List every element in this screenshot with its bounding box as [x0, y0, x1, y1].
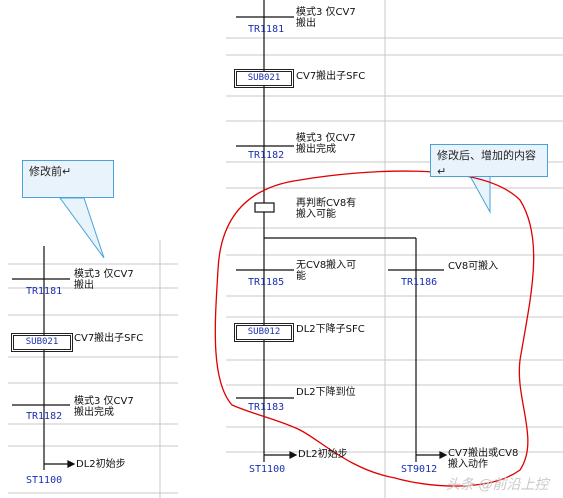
left-transition-id-tr1182: TR1182: [26, 411, 63, 422]
watermark: 头条 @前沿上控: [446, 477, 549, 493]
left-subroutine-text-sub021: CV7搬出子SFC: [74, 333, 144, 344]
right-subroutine-text-sub021: CV7搬出子SFC: [296, 71, 366, 82]
right-subroutine-text-sub012: DL2下降子SFC: [296, 324, 365, 335]
right-callout: 修改后、增加的内容↵: [430, 144, 548, 178]
right-transition-id-tr1183: TR1183: [248, 402, 285, 413]
left-subroutine-sub021[interactable]: SUB021: [11, 333, 73, 352]
right-transition-id-tr1182: TR1182: [248, 150, 285, 161]
right-transition-text-tr1183: DL2下降到位: [296, 387, 356, 398]
left-callout: 修改前↵: [22, 160, 114, 198]
left-transition-text-tr1181: 模式3 仅CV7 搬出: [74, 269, 134, 291]
right-step-text-st1100: DL2初始步: [298, 449, 348, 460]
right-transition-id-tr1181: TR1181: [248, 24, 285, 35]
right-transition-text-tr1185: 无CV8搬入可 能: [296, 260, 357, 282]
right-transition-id-tr1186: TR1186: [401, 277, 438, 288]
red-annotation-outline: [214, 170, 535, 487]
right-subroutine-sub012[interactable]: SUB012: [234, 323, 294, 342]
left-transition-id-tr1181: TR1181: [26, 286, 63, 297]
right-transition-id-tr1185: TR1185: [248, 277, 285, 288]
left-step-id-st1100: ST1100: [26, 475, 63, 486]
left-callout-pointer: [59, 197, 105, 259]
right-transition-text-tr1182: 模式3 仅CV7 搬出完成: [296, 133, 356, 155]
right-step-id-st9012: ST9012: [401, 464, 438, 475]
grid-lines: [8, 0, 563, 498]
right-step-text-st9012: CV7搬出或CV8 搬入动作: [448, 448, 519, 470]
left-flow-lines: [12, 246, 76, 470]
right-decision-text: 再判断CV8有 搬入可能: [296, 198, 357, 220]
right-transition-text-tr1186: CV8可搬入: [448, 261, 499, 272]
right-transition-text-tr1181: 模式3 仅CV7 搬出: [296, 7, 356, 29]
left-transition-text-tr1182: 模式3 仅CV7 搬出完成: [74, 396, 134, 418]
right-subroutine-sub021[interactable]: SUB021: [234, 69, 294, 88]
left-step-text-st1100: DL2初始步: [76, 459, 126, 470]
right-step-id-st1100: ST1100: [249, 464, 286, 475]
